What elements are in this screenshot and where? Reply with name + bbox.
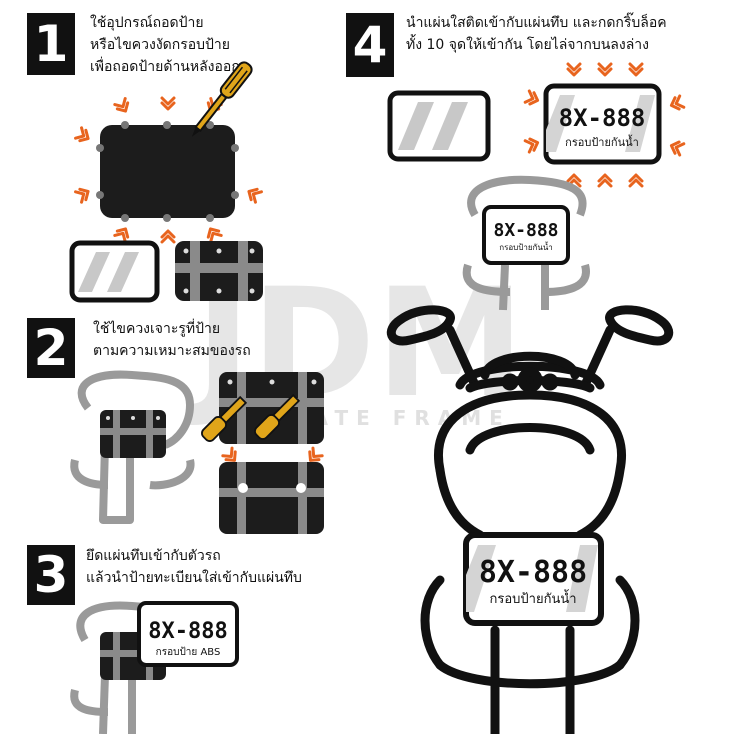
step-3-badge: 3 <box>27 545 75 605</box>
step-4-clear-cover <box>387 90 491 162</box>
step-4-plate-number: 8X-888 <box>559 104 646 132</box>
step-4-rear-bike: 8X-888 กรอบป้ายกันน้ำ <box>462 175 590 311</box>
step-2-line-2: ตามความเหมาะสมของรถ <box>93 343 251 359</box>
step-3-line-2: แล้วนำป้ายทะเบียนใส่เข้ากับแผ่นทึบ <box>86 570 302 586</box>
clear-cover <box>69 240 160 303</box>
step-1-line-2: หรือไขควงงัดกรอบป้าย <box>90 37 230 53</box>
step-4-line-1: นำแผ่นใสติดเข้ากับแผ่นทึบ และกดกริ๊บล็อค <box>406 15 667 31</box>
step-3-scene: 8X-888 กรอบป้าย ABS <box>70 601 239 734</box>
step-1-scene <box>69 61 263 303</box>
abs-plate-number: 8X-888 <box>148 619 227 644</box>
small-plate-number: 8X-888 <box>493 220 558 241</box>
abs-plate: 8X-888 กรอบป้าย ABS <box>137 601 239 667</box>
small-plate-label: กรอบป้ายกันน้ำ <box>499 241 553 252</box>
abs-plate-label: กรอบป้าย ABS <box>156 646 221 658</box>
step-4-text: นำแผ่นใสติดเข้ากับแผ่นทึบ และกดกริ๊บล็อค… <box>406 12 667 56</box>
big-plate: 8X-888 กรอบป้ายกันน้ำ <box>463 532 604 626</box>
drill-screwdriver-icon <box>201 393 301 442</box>
big-motorcycle <box>386 305 674 734</box>
backing-plate <box>175 241 263 301</box>
old-plate <box>100 125 235 218</box>
step-1-line-1: ใช้อุปกรณ์ถอดป้าย <box>90 15 204 31</box>
step-4-line-2: ทั้ง 10 จุดให้เข้ากัน โดยไล่จากบนลงล่าง <box>406 37 649 53</box>
step-1-badge: 1 <box>27 13 75 75</box>
step-2-scene <box>70 370 324 534</box>
step-4-top-scene: 8X-888 กรอบป้ายกันน้ำ <box>387 62 686 188</box>
step-3-line-1: ยึดแผ่นทึบเข้ากับตัวรถ <box>86 548 221 564</box>
step-4-plate-label: กรอบป้ายกันน้ำ <box>565 134 639 149</box>
step-2-text: ใช้ไขควงเจาะรูที่ป้าย ตามความเหมาะสมของร… <box>93 318 251 362</box>
step-2-backing-on-bike <box>100 410 166 458</box>
big-plate-number: 8X-888 <box>479 555 587 590</box>
step-4-waterproof-plate: 8X-888 กรอบป้ายกันน้ำ <box>543 83 662 165</box>
step-4-small-plate: 8X-888 กรอบป้ายกันน้ำ <box>482 205 570 265</box>
step-3-text: ยึดแผ่นทึบเข้ากับตัวรถ แล้วนำป้ายทะเบียน… <box>86 545 302 589</box>
step-1-line-3: เพื่อถอดป้ายด้านหลังออก <box>90 59 240 75</box>
step-2-plate-holes <box>219 462 324 534</box>
step-1-text: ใช้อุปกรณ์ถอดป้าย หรือไขควงงัดกรอบป้าย เ… <box>90 12 240 78</box>
step-2-line-1: ใช้ไขควงเจาะรูที่ป้าย <box>93 321 221 337</box>
step-4-badge: 4 <box>346 13 394 77</box>
step-2-badge: 2 <box>27 318 75 378</box>
screwdriver-icon <box>191 61 253 137</box>
big-plate-label: กรอบป้ายกันน้ำ <box>489 589 576 607</box>
